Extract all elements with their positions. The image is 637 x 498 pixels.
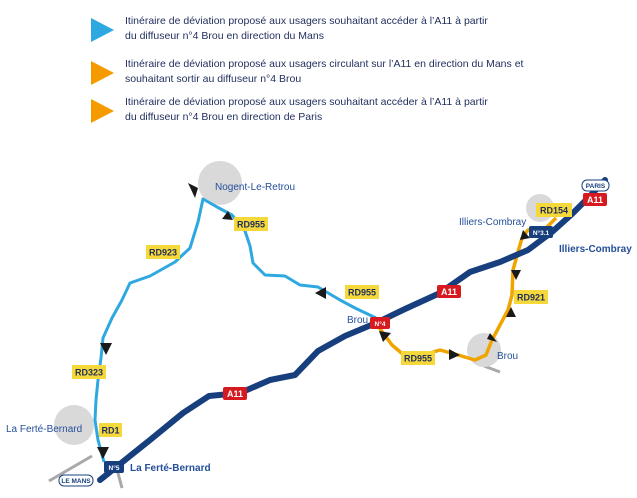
exit-n4-badge: N°4 — [370, 317, 390, 329]
exit-name-illiers: Illiers-Combray — [559, 244, 632, 255]
rd323-text: RD323 — [75, 368, 103, 378]
arrow-rd323-icon — [100, 343, 112, 355]
arrow-rd955-top-icon — [222, 211, 233, 220]
orange-arrow-icon — [91, 61, 114, 85]
exit-n4-text: N°4 — [375, 320, 386, 328]
legend-text-1-line-2: du diffuseur n°4 Brou en direction du Ma… — [125, 30, 324, 42]
legend-text-3-line-2: du diffuseur n°4 Brou en direction de Pa… — [125, 111, 323, 123]
arrow-brou-north-icon — [487, 333, 497, 342]
legend-item-orange-route-paris: Itinéraire de déviation proposé aux usag… — [88, 95, 588, 131]
blue-arrow-icon — [91, 18, 114, 42]
rd154-text: RD154 — [540, 206, 568, 216]
arrow-rd955-west-icon — [315, 287, 326, 299]
a11-left-text: A11 — [227, 389, 243, 399]
arrow-exit-south-icon — [379, 331, 391, 342]
legend: Itinéraire de déviation proposé aux usag… — [0, 0, 637, 130]
a11-motorway — [97, 177, 608, 483]
blue-detour-route — [93, 197, 377, 463]
le-mans-direction-sign: LE MANS — [58, 474, 94, 487]
legend-text-1-line-1: Itinéraire de déviation proposé aux usag… — [125, 15, 488, 27]
town-name-brou: Brou — [497, 351, 518, 362]
rd1-label: RD1 — [99, 423, 122, 437]
orange-arrow-icon — [91, 99, 114, 123]
exit-name-brou: Brou — [347, 315, 368, 326]
a11-label-mid: A11 — [437, 285, 461, 298]
rd923-text: RD923 — [149, 248, 177, 258]
minor-road-brou-east — [483, 364, 501, 374]
route-arrows — [97, 183, 530, 459]
town-circle-nogent — [198, 161, 242, 205]
arrow-rd154-icon — [520, 230, 530, 240]
rd1-text: RD1 — [101, 426, 119, 436]
town-circles — [54, 161, 554, 445]
orange-route-exit-to-brou — [376, 216, 558, 362]
rd955-mid-text: RD955 — [348, 288, 376, 298]
a11-label-left: A11 — [223, 387, 247, 400]
arrow-nogent-top-icon — [188, 183, 198, 198]
legend-text-3: Itinéraire de déviation proposé aux usag… — [125, 95, 555, 125]
rd921-text: RD921 — [517, 293, 545, 303]
legend-text-3-line-1: Itinéraire de déviation proposé aux usag… — [125, 96, 488, 108]
rd955-low-text: RD955 — [404, 354, 432, 364]
arrow-rd921-south-icon — [511, 270, 521, 280]
rd955-low-label: RD955 — [401, 351, 435, 365]
arrow-rd921-north-icon — [506, 307, 516, 317]
town-name-ferte: La Ferté-Bernard — [6, 424, 82, 435]
a11-mid-text: A11 — [441, 287, 457, 297]
exit-n5-badge: N°5 — [104, 461, 124, 473]
minor-road-le-mans — [48, 454, 93, 483]
town-circle-ferte — [54, 405, 94, 445]
rd955-mid-label: RD955 — [345, 285, 379, 299]
orange-detour-routes — [376, 216, 558, 362]
paris-direction-sign: PARIS — [581, 179, 610, 192]
exit-n3-1-text: N°3.1 — [533, 229, 550, 237]
exit-name-ferte: La Ferté-Bernard — [130, 463, 211, 474]
legend-item-orange-route-exit: Itinéraire de déviation proposé aux usag… — [88, 57, 588, 93]
town-name-illiers: Illiers-Combray — [459, 217, 526, 228]
town-circle-brou — [467, 333, 501, 367]
rd323-label: RD323 — [72, 365, 106, 379]
rd154-label: RD154 — [536, 203, 572, 217]
rd921-label: RD921 — [514, 290, 548, 304]
legend-text-2-line-1: Itinéraire de déviation proposé aux usag… — [125, 58, 524, 70]
exit-n3-1-badge: N°3.1 — [529, 226, 553, 238]
a11-label-top: A11 — [583, 193, 607, 206]
rd955-top-text: RD955 — [237, 220, 265, 230]
le-mans-sign-text: LE MANS — [61, 478, 91, 485]
legend-text-2: Itinéraire de déviation proposé aux usag… — [125, 57, 555, 87]
arrow-rd1-icon — [97, 447, 109, 459]
legend-text-1: Itinéraire de déviation proposé aux usag… — [125, 14, 555, 44]
rd923-label: RD923 — [146, 245, 180, 259]
paris-sign-text: PARIS — [586, 183, 606, 190]
a11-top-text: A11 — [587, 195, 603, 205]
exit-n5-text: N°5 — [109, 464, 120, 472]
arrow-rd955-east-icon — [449, 349, 460, 360]
town-name-nogent: Nogent-Le-Retrou — [215, 182, 295, 193]
legend-item-blue-route: Itinéraire de déviation proposé aux usag… — [88, 14, 588, 50]
rd955-top-label: RD955 — [234, 217, 268, 231]
legend-text-2-line-2: souhaitant sortir au diffuseur n°4 Brou — [125, 73, 302, 85]
